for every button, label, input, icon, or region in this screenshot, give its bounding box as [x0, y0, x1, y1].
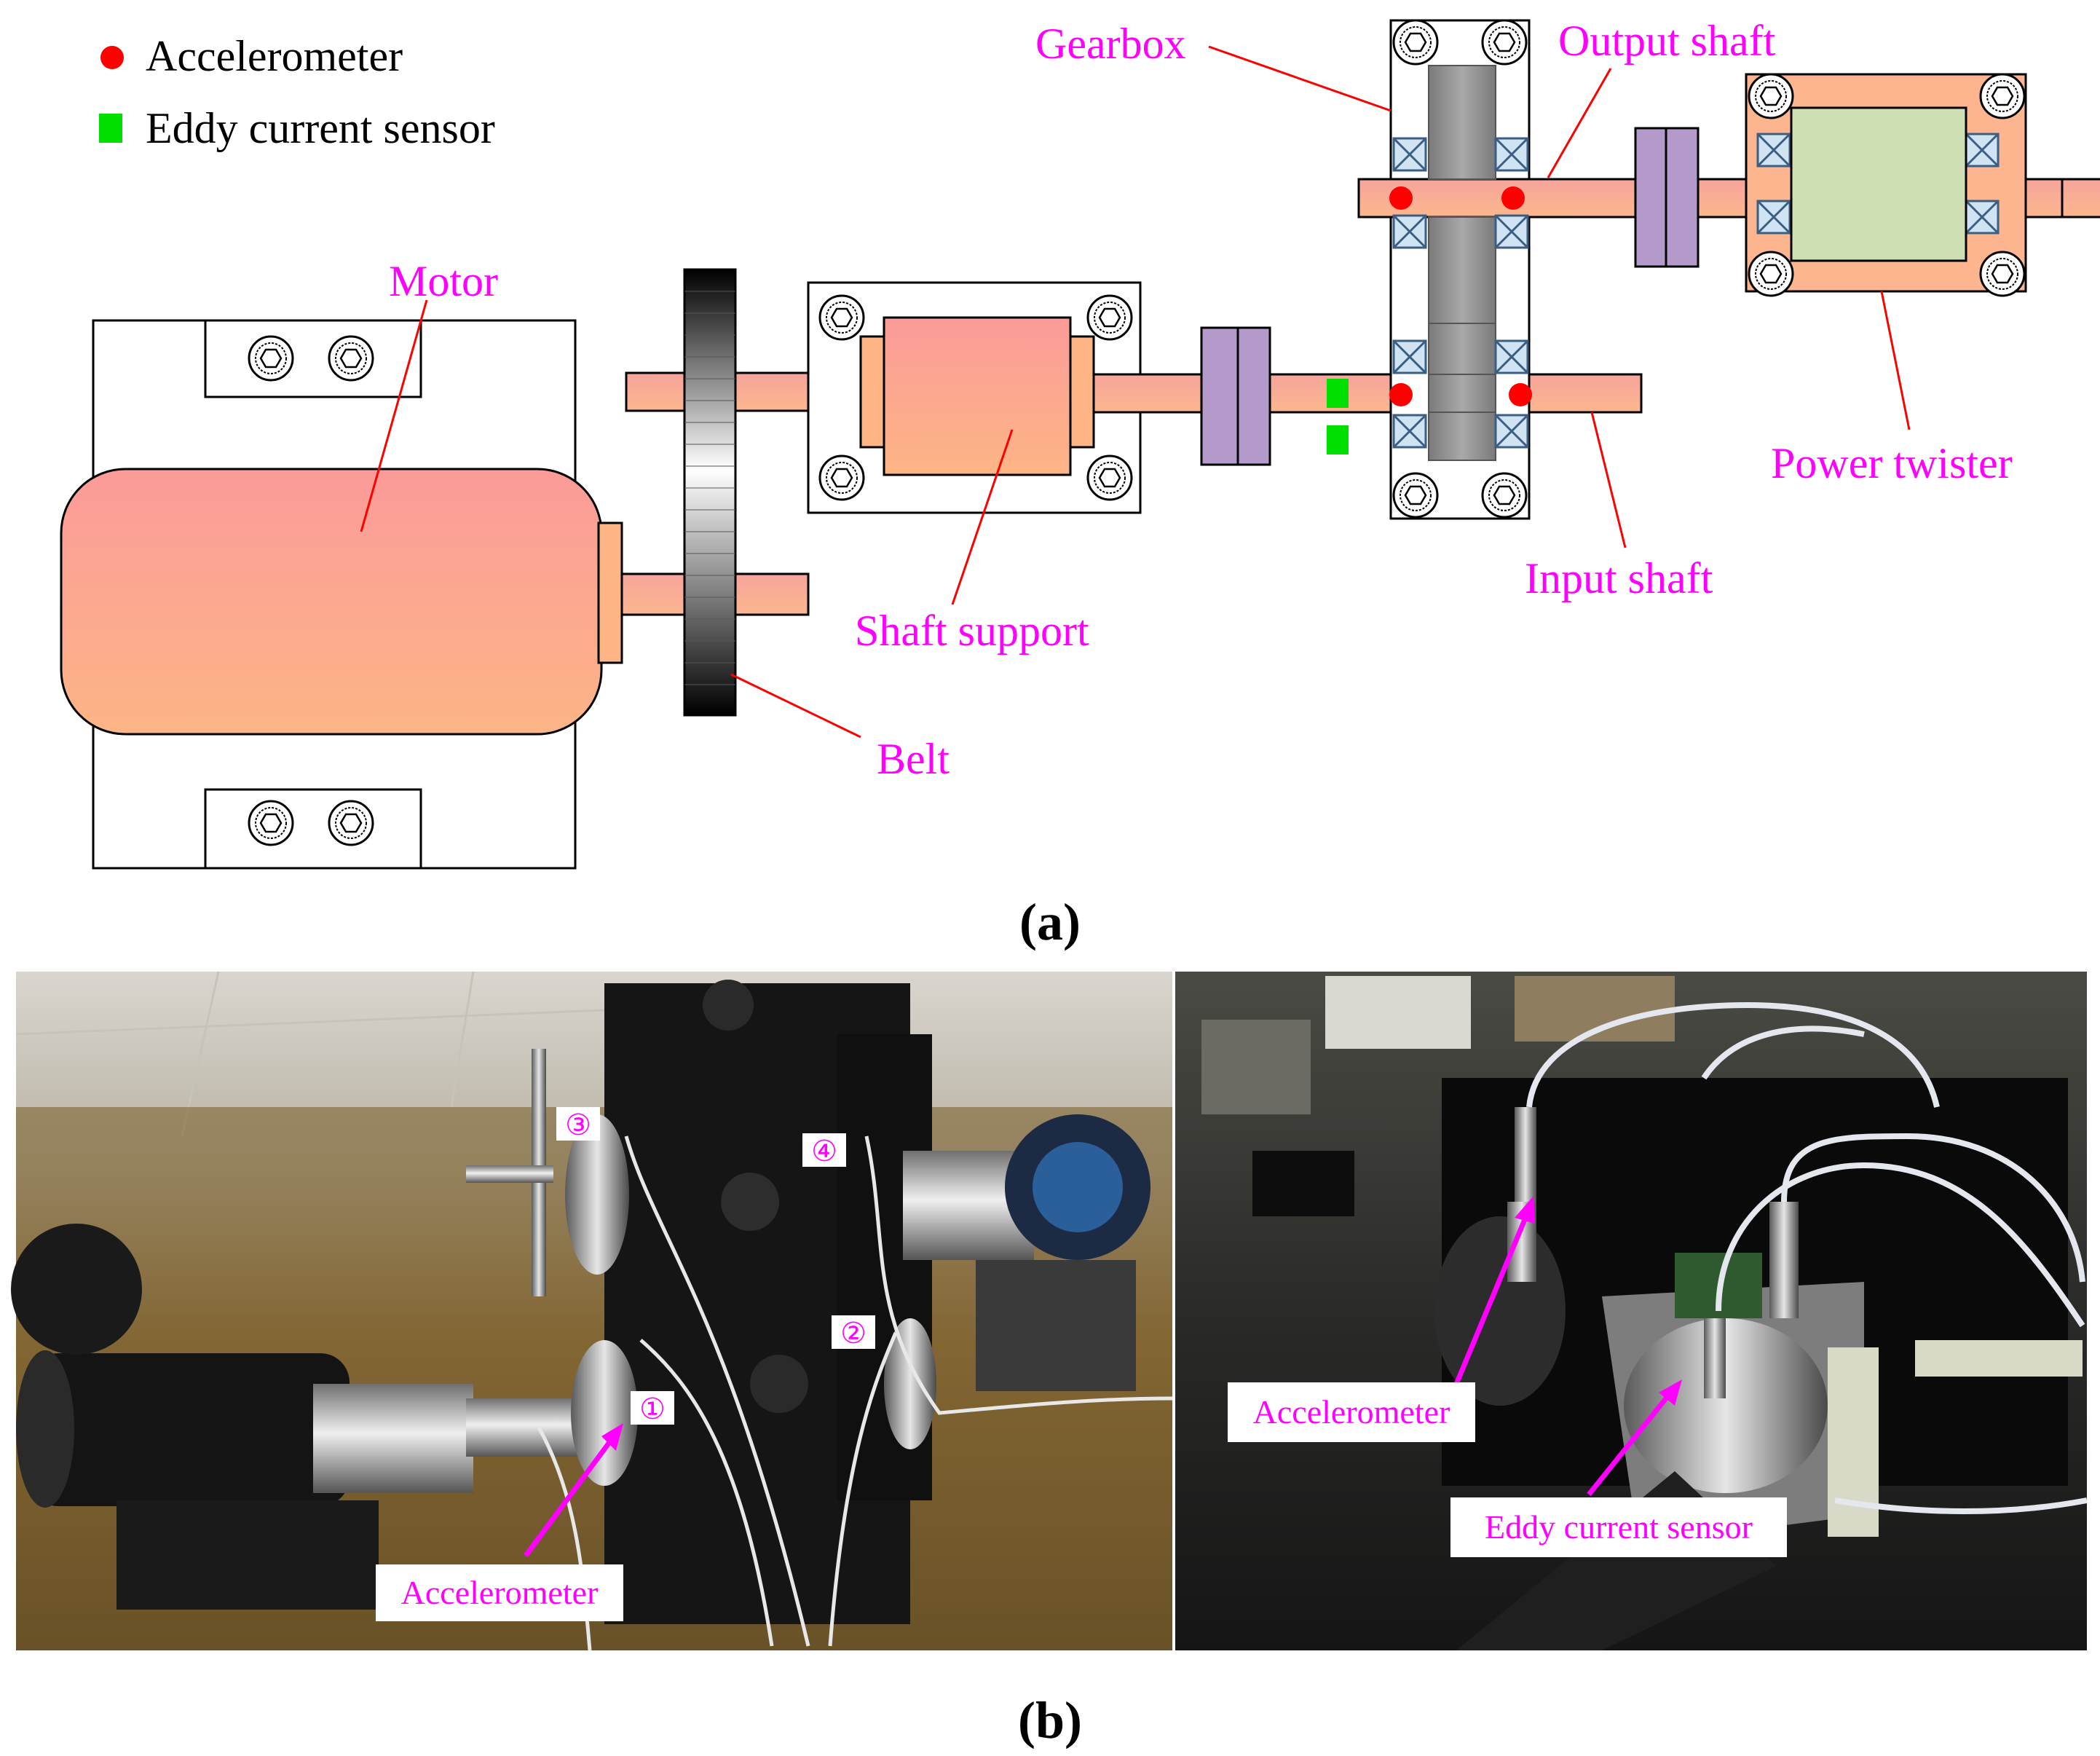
label-power-twister: Power twister [1771, 439, 2013, 487]
accelerometer-input-1 [1389, 383, 1413, 406]
coupling-1 [1200, 326, 1271, 466]
motor-body [60, 468, 603, 736]
legend: Accelerometer Eddy current sensor [99, 32, 495, 152]
gear-upper-bottom [1428, 216, 1496, 324]
right-accelerometer-label: Accelerometer [1253, 1393, 1450, 1430]
photo-coupling [313, 1384, 473, 1493]
legend-accelerometer-label: Accelerometer [146, 32, 403, 80]
label-shaft-support: Shaft support [855, 607, 1089, 655]
caption-b: (b) [1018, 1691, 1082, 1749]
twister-core-fill [1791, 179, 1966, 217]
caption-a: (a) [1019, 893, 1081, 951]
belt [683, 268, 737, 717]
motor-flange [597, 521, 623, 664]
legend-accelerometer-marker [100, 46, 124, 69]
schematic: Accelerometer Eddy current sensor [60, 17, 2100, 951]
right-accelerometer-arrow [1450, 1208, 1532, 1393]
eddy-sensor-2 [1327, 425, 1349, 454]
legend-eddy-label: Eddy current sensor [146, 104, 495, 152]
left-accelerometer-arrow [524, 1431, 618, 1558]
right-eddy-arrow [1587, 1389, 1674, 1497]
support-shaft [1092, 373, 1203, 414]
callout-lines [360, 45, 1911, 739]
eddy-sensor-1 [1327, 379, 1349, 408]
right-eddy-box [1450, 1497, 1787, 1557]
left-accelerometer-box [376, 1564, 623, 1621]
gear-upper-top [1428, 65, 1496, 180]
photo-wheel [11, 1224, 142, 1355]
gear-lower-hub [1428, 374, 1496, 413]
twister-shaft-in [1697, 178, 1748, 218]
legend-eddy-marker [99, 114, 122, 143]
label-motor: Motor [389, 257, 498, 305]
twister-core-outline [1790, 106, 1967, 262]
label-gearbox: Gearbox [1035, 20, 1186, 68]
right-accelerometer-arrowhead [1515, 1196, 1535, 1224]
right-eddy-arrowhead [1659, 1379, 1682, 1406]
marker-3: ③ [565, 1109, 591, 1141]
photo-motor [29, 1353, 350, 1506]
photo-left: ③ ④ ② ① Accelerometer [11, 971, 1173, 1651]
accelerometer-output-2 [1501, 186, 1525, 210]
accelerometer-output-1 [1389, 186, 1413, 210]
belt-stripes [684, 291, 735, 685]
twister-shaft-out [2024, 178, 2064, 218]
marker-1: ① [639, 1393, 666, 1425]
right-eddy-label: Eddy current sensor [1485, 1508, 1753, 1546]
left-accelerometer-arrowhead [601, 1423, 623, 1451]
photo-cables [537, 1135, 1173, 1651]
photo-markers: ③ ④ ② ① [556, 1107, 875, 1425]
photo-right: Accelerometer Eddy current sensor [1175, 972, 2088, 1650]
component-labels: Motor Belt Shaft support Gearbox Output … [389, 17, 2013, 783]
label-output-shaft: Output shaft [1558, 17, 1776, 65]
accelerometer-input-2 [1509, 383, 1532, 406]
photo-right-cables [1526, 1001, 2088, 1514]
label-input-shaft: Input shaft [1525, 554, 1713, 602]
marker-4: ④ [811, 1135, 837, 1168]
right-accelerometer-box [1228, 1382, 1475, 1442]
shaft-support [807, 281, 1142, 514]
marker-2: ② [840, 1317, 867, 1350]
coupling-2 [1634, 127, 1700, 268]
left-accelerometer-label: Accelerometer [401, 1574, 599, 1611]
label-belt: Belt [877, 735, 950, 783]
